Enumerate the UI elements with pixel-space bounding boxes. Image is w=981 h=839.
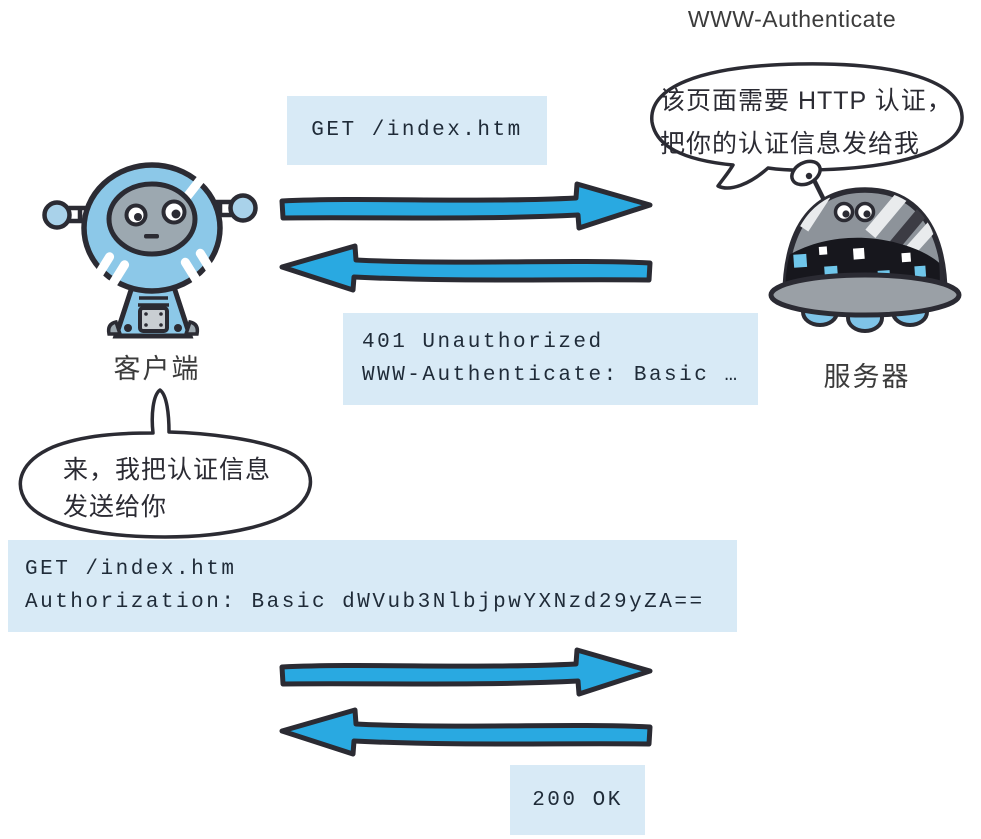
client-label: 客户端 [113, 354, 201, 384]
right-arrow-icon [279, 647, 653, 697]
request-arrow-1 [276, 176, 660, 234]
client-speech-bubble [5, 385, 320, 547]
client-bubble-line2: 发送给你 [63, 493, 168, 521]
client-bubble-line1: 来，我把认证信息 [63, 456, 272, 484]
right-arrow-icon [279, 181, 653, 231]
response1-message-box: 401 Unauthorized WWW-Authenticate: Basic… [343, 313, 758, 405]
server-label: 服务器 [823, 362, 911, 392]
speech-bubble-shape [650, 62, 964, 190]
client-robot-icon [42, 162, 258, 339]
response2-message-box: 200 OK [510, 765, 645, 835]
speech-bubble-shape [18, 388, 313, 539]
server-bubble-line1: 该页面需要 HTTP 认证， [660, 87, 953, 115]
request2-message-box: GET /index.htm Authorization: Basic dWVu… [8, 540, 737, 632]
left-arrow-icon [279, 243, 653, 293]
request2-line2: Authorization: Basic dWVub3NlbjpwYXNzd29… [25, 591, 705, 614]
server-speech-bubble [612, 50, 981, 202]
response1-line1: 401 Unauthorized [362, 331, 604, 354]
client-robot-illustration [40, 162, 260, 342]
server-robot-icon [768, 159, 962, 333]
response-arrow-1 [272, 238, 656, 296]
server-robot-illustration [762, 148, 967, 343]
response1-line2: WWW-Authenticate: Basic … [362, 364, 740, 387]
left-arrow-icon [279, 707, 653, 757]
request1-text: GET /index.htm [311, 119, 523, 142]
header-title: WWW-Authenticate [687, 6, 897, 32]
response2-text: 200 OK [532, 788, 623, 812]
server-bubble-line2: 把你的认证信息发给我 [660, 130, 921, 158]
request1-message-box: GET /index.htm [287, 96, 547, 165]
client-bubble-text: 来，我把认证信息 发送给你 [63, 452, 271, 526]
request-arrow-2 [276, 642, 660, 700]
response-arrow-2 [272, 702, 656, 760]
request2-line1: GET /index.htm [25, 558, 237, 581]
server-bubble-text: 该页面需要 HTTP 认证， 把你的认证信息发给我 [660, 80, 953, 166]
